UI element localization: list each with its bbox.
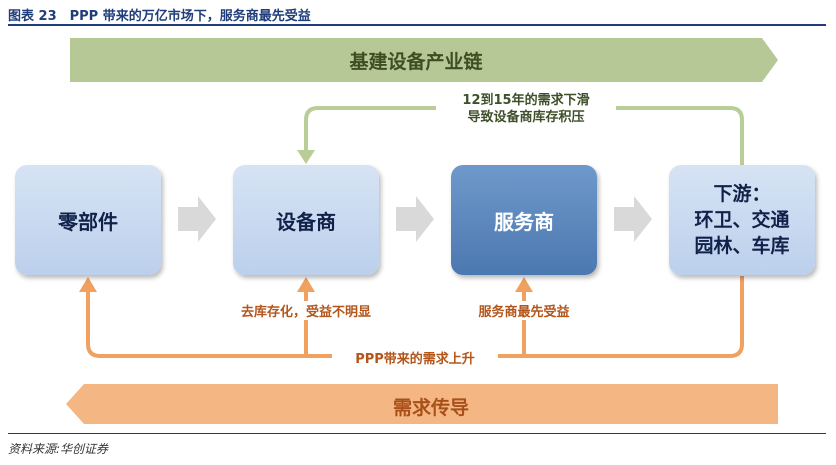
service-note: 服务商最先受益 (462, 301, 586, 320)
node-parts: 零部件 (15, 165, 161, 275)
figure-source: 资料来源:华创证券 (8, 442, 109, 456)
top-banner-label: 基建设备产业链 (349, 51, 483, 73)
node-service: 服务商 (451, 165, 597, 275)
node-downstream: 下游： 环卫、交通 园林、车库 (669, 165, 815, 275)
green-arrowhead (297, 150, 315, 164)
figure-title: 图表 23 PPP 带来的万亿市场下，服务商最先受益 (8, 9, 311, 24)
feedback-note-line-2: 导致设备商库存积压 (467, 110, 585, 125)
feedback-note-line-1: 12到15年的需求下滑 (462, 93, 590, 108)
orange-arrowhead-parts (79, 277, 97, 292)
bottom-banner-label: 需求传导 (392, 397, 469, 419)
orange-arrowhead-equipment (297, 277, 315, 292)
node-equipment: 设备商 (233, 165, 379, 275)
node-service-label: 服务商 (494, 209, 554, 234)
node-parts-label: 零部件 (58, 209, 118, 234)
flow-arrow-2 (396, 196, 434, 242)
orange-arrowhead-service (515, 277, 533, 292)
flow-arrow-1 (178, 196, 216, 242)
node-downstream-line-3: 园林、车库 (694, 235, 790, 257)
top-banner-arrow (70, 38, 778, 82)
bottom-rule (8, 433, 826, 434)
node-downstream-line-2: 环卫、交通 (694, 209, 790, 231)
top-rule (8, 24, 826, 26)
flow-arrow-3 (614, 196, 652, 242)
orange-demand-line (86, 276, 744, 358)
node-downstream-line-1: 下游： (713, 183, 771, 205)
demand-note: PPP带来的需求上升 (332, 348, 498, 367)
bottom-banner-arrow (66, 384, 778, 424)
feedback-note: 12到15年的需求下滑 导致设备商库存积压 (436, 92, 616, 126)
node-equipment-label: 设备商 (276, 209, 336, 234)
equipment-note: 去库存化，受益不明显 (226, 301, 386, 320)
